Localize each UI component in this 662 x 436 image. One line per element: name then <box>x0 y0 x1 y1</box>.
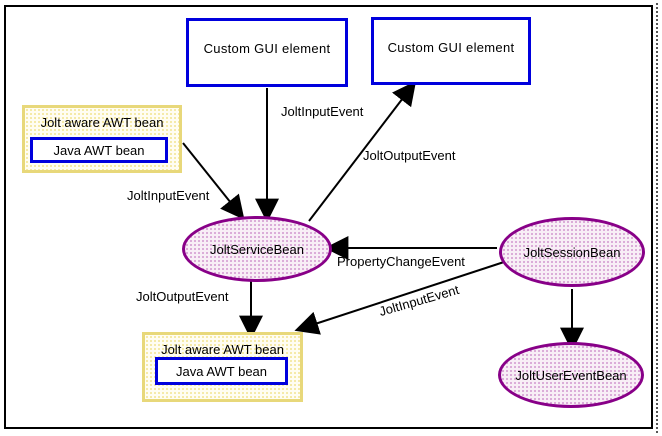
node-java-awt-bean-bottom-label: Java AWT bean <box>175 363 268 379</box>
node-jolt-aware-awt-bean-bottom: Jolt aware AWT bean Java AWT bean <box>142 332 303 402</box>
node-jolt-aware-awt-bean-top: Jolt aware AWT bean Java AWT bean <box>22 105 182 173</box>
page-edge-dotted-line <box>656 3 658 433</box>
node-joltservicebean-label: JoltServiceBean <box>210 241 304 257</box>
edge-label-joltinputevent-left: JoltInputEvent <box>127 188 210 203</box>
node-joltusereventbean-label: JoltUserEventBean <box>515 367 627 383</box>
node-java-awt-bean-bottom: Java AWT bean <box>155 357 288 385</box>
diagram-frame <box>4 5 653 429</box>
node-java-awt-bean-top: Java AWT bean <box>30 137 168 163</box>
edge-label-propertychangeevent: PropertyChangeEvent <box>337 254 465 269</box>
node-custom-gui-top: Custom GUI element <box>186 18 348 87</box>
node-joltsessionbean-label: JoltSessionBean <box>523 244 621 260</box>
node-joltusereventbean: JoltUserEventBean <box>498 342 644 408</box>
node-jolt-aware-awt-bean-bottom-label: Jolt aware AWT bean <box>161 342 284 357</box>
node-jolt-aware-awt-bean-top-label: Jolt aware AWT bean <box>40 115 164 130</box>
node-custom-gui-top-label: Custom GUI element <box>203 41 331 56</box>
edge-label-joltoutputevent-bottom: JoltOutputEvent <box>136 289 229 304</box>
node-custom-gui-right-label: Custom GUI element <box>387 40 515 55</box>
edge-label-joltinputevent-top: JoltInputEvent <box>281 104 364 119</box>
node-java-awt-bean-top-label: Java AWT bean <box>53 142 145 158</box>
node-joltsessionbean: JoltSessionBean <box>499 217 645 287</box>
node-joltservicebean: JoltServiceBean <box>182 216 332 282</box>
edge-label-joltoutputevent-top: JoltOutputEvent <box>363 148 456 163</box>
node-custom-gui-right: Custom GUI element <box>371 17 531 85</box>
